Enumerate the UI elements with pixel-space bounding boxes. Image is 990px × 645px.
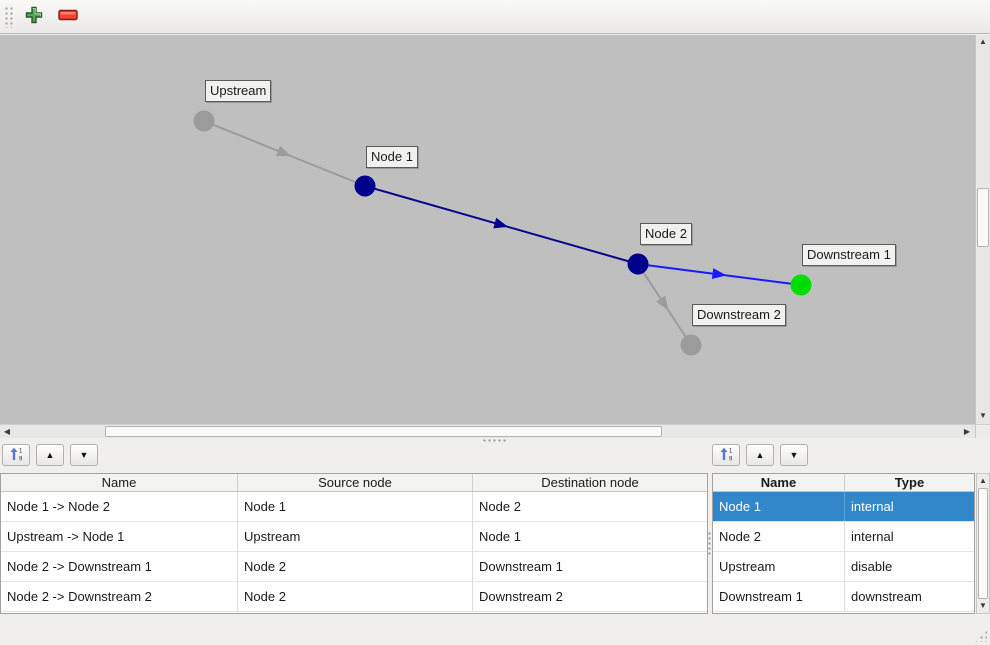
column-header-source-node[interactable]: Source node [238, 474, 473, 491]
cell-type: internal [851, 499, 894, 514]
horizontal-splitter[interactable] [0, 438, 990, 443]
node-table-header: Name Type [713, 474, 974, 492]
cell-destination: Downstream 2 [479, 589, 563, 604]
scroll-left-icon[interactable]: ◀ [3, 426, 11, 436]
graph-node[interactable] [790, 274, 812, 296]
node-table-scrollbar[interactable]: ▲ ▼ [976, 473, 990, 614]
node-move-up-button[interactable]: ▲ [746, 444, 774, 466]
down-arrow-icon: ▼ [789, 449, 799, 460]
node-table: Name Type Node 1 internal Node 2 interna… [712, 473, 975, 614]
node-label[interactable]: Downstream 1 [802, 244, 896, 266]
splitter-handle-icon [482, 439, 508, 442]
cell-type: disable [851, 559, 893, 574]
cell-destination: Node 2 [479, 499, 521, 514]
splitter-handle-icon [708, 530, 711, 557]
cell-name: Upstream -> Node 1 [1, 522, 238, 551]
graph-node[interactable] [627, 253, 649, 275]
table-row-selected[interactable]: Node 1 internal [713, 492, 974, 522]
graph-node[interactable] [193, 110, 215, 132]
cell-type: internal [851, 529, 894, 544]
toolbar-grip[interactable] [4, 5, 13, 28]
window-resize-grip[interactable] [973, 629, 987, 642]
table-row[interactable]: Node 1 -> Node 2 Node 1 Node 2 [1, 492, 707, 522]
down-arrow-icon: ▼ [79, 449, 89, 460]
scroll-down-icon[interactable]: ▼ [979, 601, 987, 610]
vertical-splitter[interactable] [707, 473, 712, 614]
scroll-right-icon[interactable]: ▶ [963, 426, 971, 436]
up-arrow-icon: ▲ [755, 449, 765, 460]
edge-move-down-button[interactable]: ▼ [70, 444, 98, 466]
cell-name: Node 2 -> Downstream 1 [1, 552, 238, 581]
cell-name: Node 2 -> Downstream 2 [1, 582, 238, 611]
vertical-scroll-thumb[interactable] [977, 188, 989, 247]
remove-button[interactable] [55, 4, 81, 30]
up-arrow-icon: ▲ [45, 449, 55, 460]
table-row[interactable]: Node 2 -> Downstream 1 Node 2 Downstream… [1, 552, 707, 582]
graph-svg [193, 110, 812, 356]
node-label[interactable]: Node 2 [640, 223, 692, 245]
scroll-down-icon[interactable]: ▼ [979, 411, 987, 420]
table-row[interactable]: Node 2 -> Downstream 2 Node 2 Downstream… [1, 582, 707, 612]
cell-name: Node 1 -> Node 2 [1, 492, 238, 521]
cell-source: Node 2 [238, 552, 473, 581]
cell-source: Node 2 [238, 582, 473, 611]
column-header-destination-node[interactable]: Destination node [541, 475, 639, 490]
scroll-up-icon[interactable]: ▲ [979, 37, 987, 46]
cell-name: Node 1 [713, 492, 845, 521]
edge-move-up-button[interactable]: ▲ [36, 444, 64, 466]
horizontal-scroll-thumb[interactable] [105, 426, 662, 437]
edge-arrow-icon [656, 295, 669, 311]
add-button[interactable] [21, 4, 47, 30]
cell-destination: Node 1 [479, 529, 521, 544]
svg-text:9: 9 [729, 456, 733, 461]
canvas-horizontal-scrollbar[interactable]: ◀ ▶ [0, 424, 975, 438]
main-toolbar [0, 0, 990, 34]
minus-icon [58, 9, 78, 24]
graph-node[interactable] [354, 175, 376, 197]
table-row[interactable]: Upstream disable [713, 552, 974, 582]
cell-name: Node 2 [713, 522, 845, 551]
svg-text:1: 1 [19, 448, 23, 454]
column-header-name[interactable]: Name [713, 474, 845, 491]
graph-node[interactable] [680, 334, 702, 356]
cell-source: Upstream [238, 522, 473, 551]
cell-destination: Downstream 1 [479, 559, 563, 574]
edge-sort-button[interactable]: 1 9 [2, 444, 30, 466]
table-scroll-thumb[interactable] [978, 488, 988, 599]
edge-arrow-icon [493, 217, 509, 229]
node-label[interactable]: Downstream 2 [692, 304, 786, 326]
cell-type: downstream [851, 589, 922, 604]
table-row[interactable]: Node 2 internal [713, 522, 974, 552]
node-label[interactable]: Upstream [205, 80, 272, 102]
canvas-vertical-scrollbar[interactable]: ▲ ▼ [975, 35, 990, 424]
cell-source: Node 1 [238, 492, 473, 521]
edge-arrow-icon [275, 145, 291, 157]
plus-icon [25, 6, 43, 27]
cell-name: Upstream [713, 552, 845, 581]
sort-ascending-icon: 1 9 [9, 447, 23, 464]
svg-text:9: 9 [19, 456, 23, 461]
column-header-name[interactable]: Name [1, 474, 238, 491]
edge-table-header: Name Source node Destination node [1, 474, 707, 492]
column-header-type[interactable]: Type [894, 475, 925, 490]
node-move-down-button[interactable]: ▼ [780, 444, 808, 466]
cell-name: Downstream 1 [713, 582, 845, 611]
svg-text:1: 1 [729, 448, 733, 454]
node-label[interactable]: Node 1 [366, 146, 418, 168]
edge-table: Name Source node Destination node Node 1… [0, 473, 708, 614]
edge-arrow-icon [711, 268, 727, 280]
table-row[interactable]: Upstream -> Node 1 Upstream Node 1 [1, 522, 707, 552]
node-sort-button[interactable]: 1 9 [712, 444, 740, 466]
table-row[interactable]: Downstream 1 downstream [713, 582, 974, 612]
sort-ascending-icon: 1 9 [719, 447, 733, 464]
scroll-up-icon[interactable]: ▲ [979, 476, 987, 485]
scrollbar-corner [975, 424, 990, 438]
